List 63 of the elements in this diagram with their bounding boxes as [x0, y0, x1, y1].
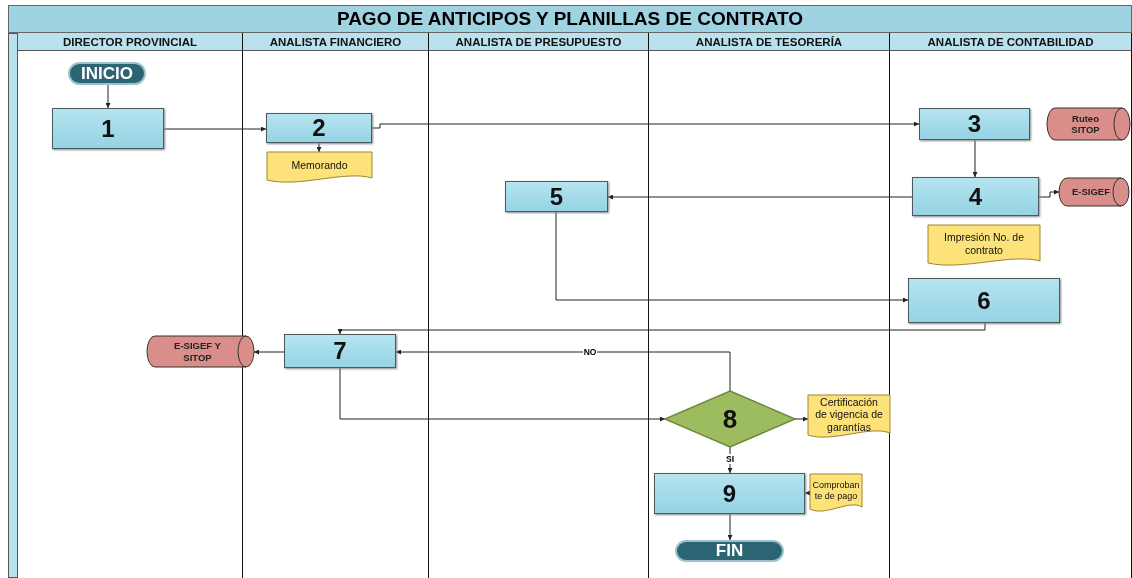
system-label: Ruteo SITOP	[1070, 112, 1101, 136]
decision-diamond	[665, 391, 795, 447]
database-cylinder	[1047, 108, 1130, 140]
process-box	[919, 108, 1030, 140]
step-number: 5	[549, 182, 564, 211]
document-shape	[267, 152, 372, 184]
swimlane	[890, 33, 1132, 578]
lane-header: ANALISTA FINANCIERO	[243, 33, 428, 51]
step-number: 2	[312, 114, 326, 142]
connector-arrow	[555, 211, 909, 303]
terminator-pill	[675, 540, 784, 562]
connector-arrow	[727, 513, 733, 541]
connector-arrow	[337, 322, 986, 335]
connector-arrow	[794, 416, 809, 422]
step-number: 7	[333, 337, 347, 365]
step-number: 8	[722, 403, 738, 435]
database-cylinder	[1059, 178, 1129, 206]
database-cylinder	[147, 336, 254, 367]
step-number: 6	[977, 286, 991, 315]
connector-arrow	[972, 139, 978, 178]
process-box	[284, 334, 396, 368]
process-box	[505, 181, 608, 212]
lane-header: ANALISTA DE PRESUPUESTO	[429, 33, 648, 51]
process-box	[654, 473, 805, 514]
diagram-title: PAGO DE ANTICIPOS Y PLANILLAS DE CONTRATO	[8, 5, 1132, 33]
document-label: Impresión No. de contrato	[943, 230, 1025, 258]
swimlane	[649, 33, 890, 578]
terminator-label: FIN	[715, 541, 744, 561]
step-number: 4	[968, 182, 983, 211]
document-shape	[808, 395, 890, 439]
process-box	[52, 108, 164, 149]
terminator-pill	[68, 62, 146, 85]
connector-arrow	[163, 126, 267, 132]
document-label: Comproban te de pago	[811, 480, 861, 503]
connector-arrow	[395, 349, 731, 392]
lane-header: ANALISTA DE TESORERÍA	[649, 33, 889, 51]
connector-arrow	[105, 84, 111, 109]
connector-arrow	[1038, 189, 1060, 198]
swimlane	[243, 33, 429, 578]
terminator-label: INICIO	[81, 63, 133, 84]
system-label: E-SIGEF Y SITOP	[173, 340, 222, 363]
step-number: 9	[722, 479, 737, 508]
lane-header: ANALISTA DE CONTABILIDAD	[890, 33, 1131, 51]
connector-arrow	[607, 194, 913, 200]
system-label: E-SIGEF	[1072, 186, 1110, 198]
connector-arrow	[316, 142, 322, 153]
connector-arrow	[804, 490, 811, 496]
process-box	[908, 278, 1060, 323]
connector-arrow	[371, 121, 920, 129]
connector-arrow	[253, 349, 285, 355]
edge-label: SI	[725, 454, 735, 464]
lane-header: DIRECTOR PROVINCIAL	[18, 33, 242, 51]
process-box	[266, 113, 372, 143]
document-label: Certificación de vigencia de garantías	[815, 395, 883, 435]
step-number: 1	[101, 114, 115, 143]
document-shape	[928, 225, 1040, 267]
step-number: 3	[967, 110, 982, 138]
process-box	[912, 177, 1039, 216]
edge-label: NO	[582, 347, 598, 357]
document-label: Memorando	[291, 159, 348, 174]
swimlane	[429, 33, 649, 578]
document-shape	[810, 474, 862, 513]
connector-arrow	[339, 367, 666, 422]
